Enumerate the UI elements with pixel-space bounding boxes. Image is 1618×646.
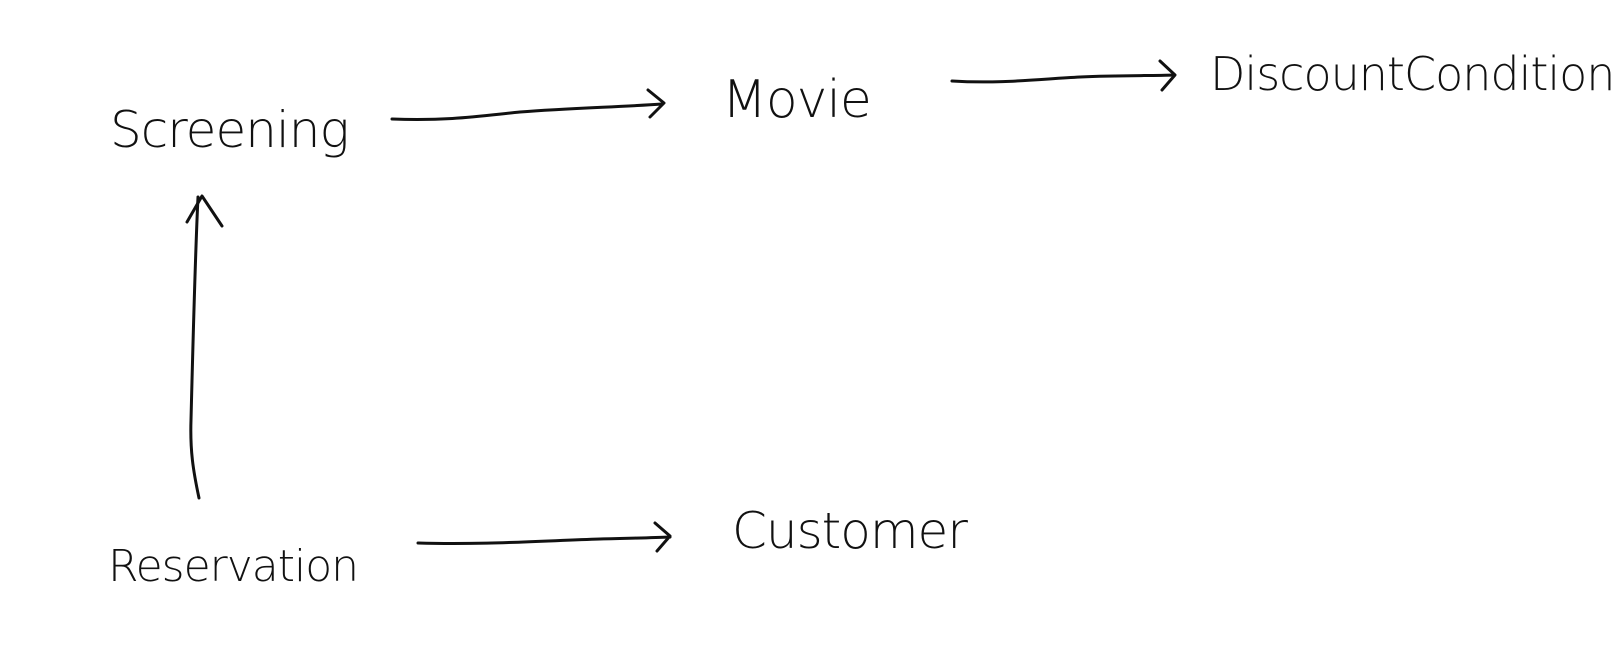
edge-line bbox=[950, 73, 1176, 84]
node-movie: Movie bbox=[722, 70, 871, 130]
edge-screening-to-movie bbox=[390, 88, 666, 121]
edge-reservation-to-customer bbox=[416, 521, 672, 553]
edge-movie-to-discount-condition bbox=[950, 59, 1177, 92]
edge-line bbox=[416, 535, 672, 546]
arrowhead-icon bbox=[646, 88, 666, 119]
arrowhead-icon bbox=[653, 521, 672, 553]
edge-line bbox=[189, 195, 201, 500]
edge-line bbox=[390, 102, 664, 121]
edge-reservation-to-screening bbox=[185, 194, 224, 500]
arrowhead-icon bbox=[185, 194, 224, 228]
node-customer: Customer bbox=[732, 502, 968, 560]
node-screening: Screening bbox=[110, 101, 349, 159]
node-reservation: Reservation bbox=[108, 541, 358, 592]
node-discount-condition: DiscountCondition bbox=[1210, 47, 1614, 101]
arrowhead-icon bbox=[1158, 59, 1177, 92]
